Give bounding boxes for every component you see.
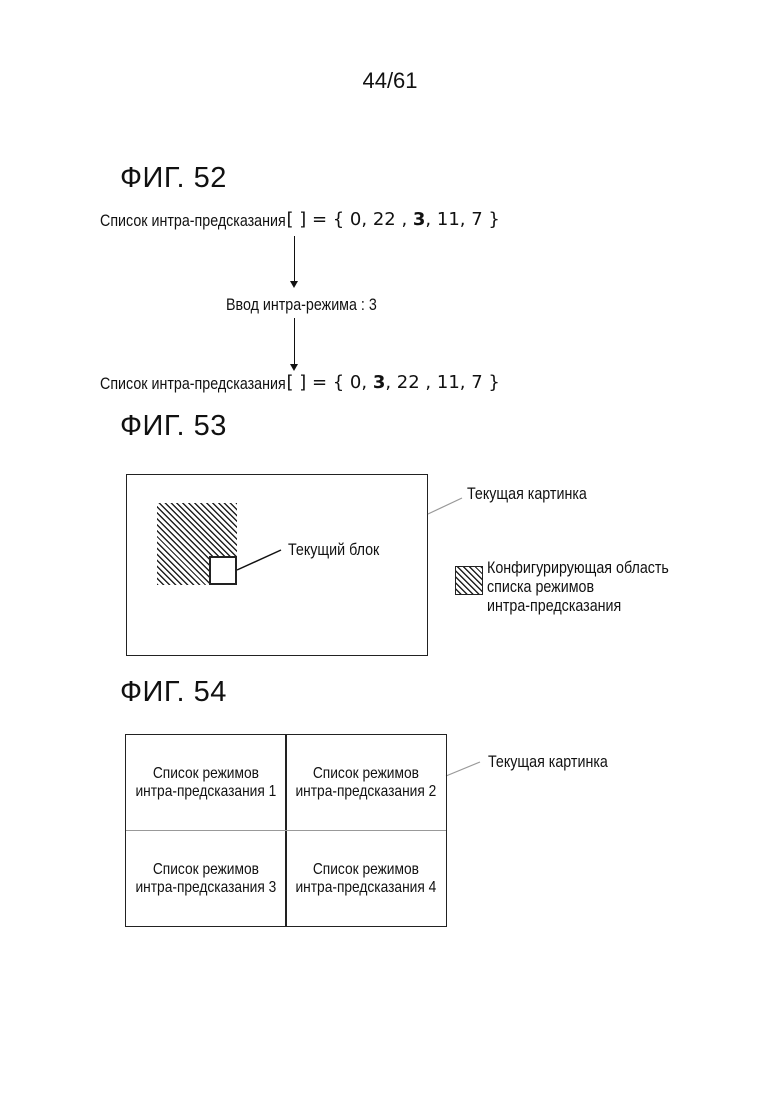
- grid-cell-4: Список режимов интра-предсказания 4: [286, 831, 446, 926]
- legend-line-2: списка режимов: [487, 577, 669, 596]
- legend-line-1: Конфигурирующая область: [487, 558, 669, 577]
- cell-1-line-1: Список режимов: [136, 765, 277, 783]
- cell-1-line-2: интра-предсказания 1: [136, 783, 277, 801]
- fig54-picture-leader: [446, 762, 480, 776]
- current-block-leader: [237, 550, 281, 570]
- cell-4-line-2: интра-предсказания 4: [296, 879, 437, 897]
- grid-cell-1: Список режимов интра-предсказания 1: [126, 735, 286, 831]
- cell-3-line-1: Список режимов: [136, 861, 277, 879]
- cell-2-line-1: Список режимов: [296, 765, 437, 783]
- fig54-current-picture-label: Текущая картинка: [488, 752, 608, 772]
- cell-4-line-1: Список режимов: [296, 861, 437, 879]
- legend-text: Конфигурирующая область списка режимов и…: [487, 558, 704, 615]
- current-picture-leader: [428, 498, 462, 514]
- cell-3-line-2: интра-предсказания 3: [136, 879, 277, 897]
- current-block-label: Текущий блок: [288, 540, 379, 560]
- cell-2-line-2: интра-предсказания 2: [296, 783, 437, 801]
- fig54-picture-grid: Список режимов интра-предсказания 1 Спис…: [125, 734, 447, 927]
- grid-cell-3: Список режимов интра-предсказания 3: [126, 831, 286, 926]
- fig53-current-picture-label: Текущая картинка: [467, 484, 587, 504]
- grid-cell-2: Список режимов интра-предсказания 2: [286, 735, 446, 831]
- legend-swatch: [455, 566, 483, 595]
- fig54-title: ФИГ. 54: [120, 676, 227, 709]
- legend-line-3: интра-предсказания: [487, 596, 669, 615]
